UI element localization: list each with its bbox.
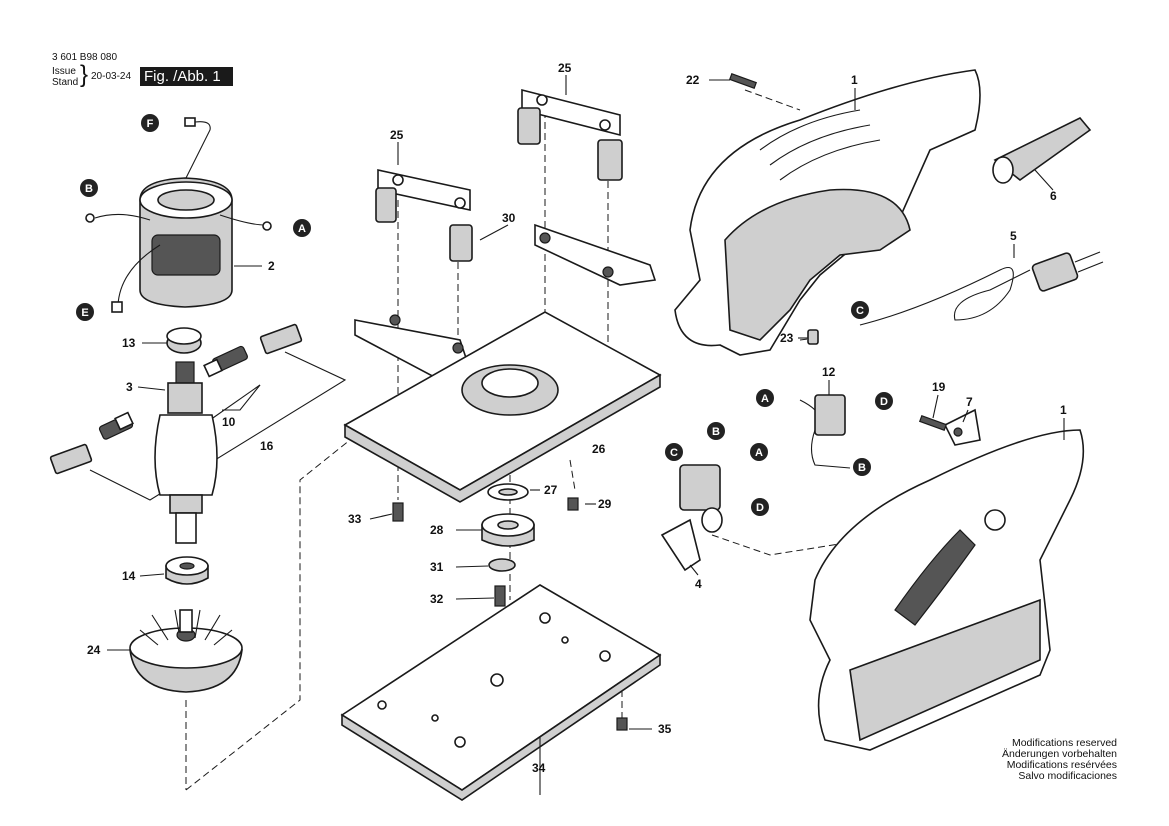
- tag-B-left: B: [80, 179, 98, 197]
- callout-5: 5: [1010, 229, 1017, 243]
- callout-35: 35: [658, 722, 672, 736]
- callout-34: 34: [532, 761, 546, 775]
- svg-text:C: C: [670, 447, 678, 459]
- power-cord-5: [859, 251, 1104, 326]
- capacitor-12: [799, 394, 851, 469]
- svg-text:C: C: [856, 305, 864, 317]
- callout-26: 26: [592, 442, 606, 456]
- callout-25-right: 25: [558, 61, 572, 75]
- callout-6: 6: [1050, 189, 1057, 203]
- tag-B-capacitor: B: [853, 458, 871, 476]
- stator-field-2: [85, 117, 272, 313]
- base-plate-26: [343, 311, 662, 503]
- bearing-13: [166, 327, 202, 354]
- callout-4: 4: [695, 577, 702, 591]
- note-de: Änderungen vorbehalten: [1001, 748, 1117, 760]
- callout-33: 33: [348, 512, 362, 526]
- screw-19: [918, 414, 948, 432]
- clamp-7: [943, 408, 981, 446]
- guide-bracket-25-left: [375, 169, 473, 262]
- figure-label: Fig. /Abb. 1: [140, 67, 233, 86]
- tag-C-switch: C: [665, 443, 683, 461]
- svg-text:A: A: [761, 393, 769, 405]
- callout-16: 16: [260, 439, 274, 453]
- stand-label: Stand: [52, 77, 79, 88]
- tag-F: F: [141, 114, 159, 132]
- wire-tags: F B A E C D A B B C A D: [76, 114, 893, 516]
- svg-text:D: D: [756, 502, 764, 514]
- svg-text:B: B: [85, 183, 93, 195]
- switch-4: [660, 464, 723, 572]
- issue-label: Issue: [52, 66, 76, 77]
- modification-notes: Modifications reserved Änderungen vorbeh…: [1002, 738, 1117, 782]
- part-number: 3 601 B98 080: [52, 52, 118, 63]
- callout-7: 7: [966, 395, 973, 409]
- brush-holders-10-16: [49, 323, 347, 501]
- callout-27: 27: [544, 483, 558, 497]
- sanding-pad-34: [340, 584, 662, 801]
- callout-14: 14: [122, 569, 136, 583]
- callout-13: 13: [122, 336, 136, 350]
- tag-C-cord: C: [851, 301, 869, 319]
- callout-25-left: 25: [390, 128, 404, 142]
- brace-icon: }: [80, 61, 89, 88]
- svg-text:D: D: [880, 396, 888, 408]
- issue-date: 20-03-24: [91, 71, 132, 82]
- tag-A-switch: A: [750, 443, 768, 461]
- armature-3: [154, 361, 218, 544]
- callout-32: 32: [430, 592, 444, 606]
- housing-1-upper: [674, 69, 981, 356]
- note-es: Salvo modificaciones: [1018, 770, 1117, 782]
- callout-23: 23: [780, 331, 794, 345]
- callout-19: 19: [932, 380, 946, 394]
- fan-24: [129, 609, 243, 693]
- svg-text:B: B: [712, 426, 720, 438]
- strain-relief-6: [992, 117, 1092, 184]
- small-parts: [392, 329, 819, 731]
- guide-bracket-25-right: [517, 88, 623, 181]
- note-en: Modifications reserved: [1011, 737, 1117, 749]
- callout-29: 29: [598, 497, 612, 511]
- svg-text:B: B: [858, 462, 866, 474]
- callout-leaders: [107, 75, 1065, 795]
- callout-1-upper: 1: [851, 73, 858, 87]
- tag-A-capacitor: A: [756, 389, 774, 407]
- housing-1-lower: [809, 429, 1085, 751]
- tag-D-switch: D: [751, 498, 769, 516]
- tag-B-switch: B: [707, 422, 725, 440]
- callout-30: 30: [502, 211, 516, 225]
- screw-22: [728, 72, 758, 90]
- tag-A-left: A: [293, 219, 311, 237]
- callout-labels: 2 13 3 10 16 14 24 25 25 30 26 27 29 33 …: [87, 61, 1067, 775]
- svg-text:A: A: [755, 447, 763, 459]
- callout-24: 24: [87, 643, 101, 657]
- note-fr: Modifications resérvées: [1006, 759, 1117, 771]
- callout-22: 22: [686, 73, 700, 87]
- svg-text:A: A: [298, 223, 306, 235]
- callout-12: 12: [822, 365, 836, 379]
- svg-text:F: F: [147, 118, 154, 130]
- callout-31: 31: [430, 560, 444, 574]
- tag-D-cord: D: [875, 392, 893, 410]
- bearing-14: [165, 556, 209, 585]
- callout-10: 10: [222, 415, 236, 429]
- callout-28: 28: [430, 523, 444, 537]
- tag-E: E: [76, 303, 94, 321]
- callout-3: 3: [126, 380, 133, 394]
- svg-text:E: E: [81, 307, 88, 319]
- callout-2: 2: [268, 259, 275, 273]
- callout-1-lower: 1: [1060, 403, 1067, 417]
